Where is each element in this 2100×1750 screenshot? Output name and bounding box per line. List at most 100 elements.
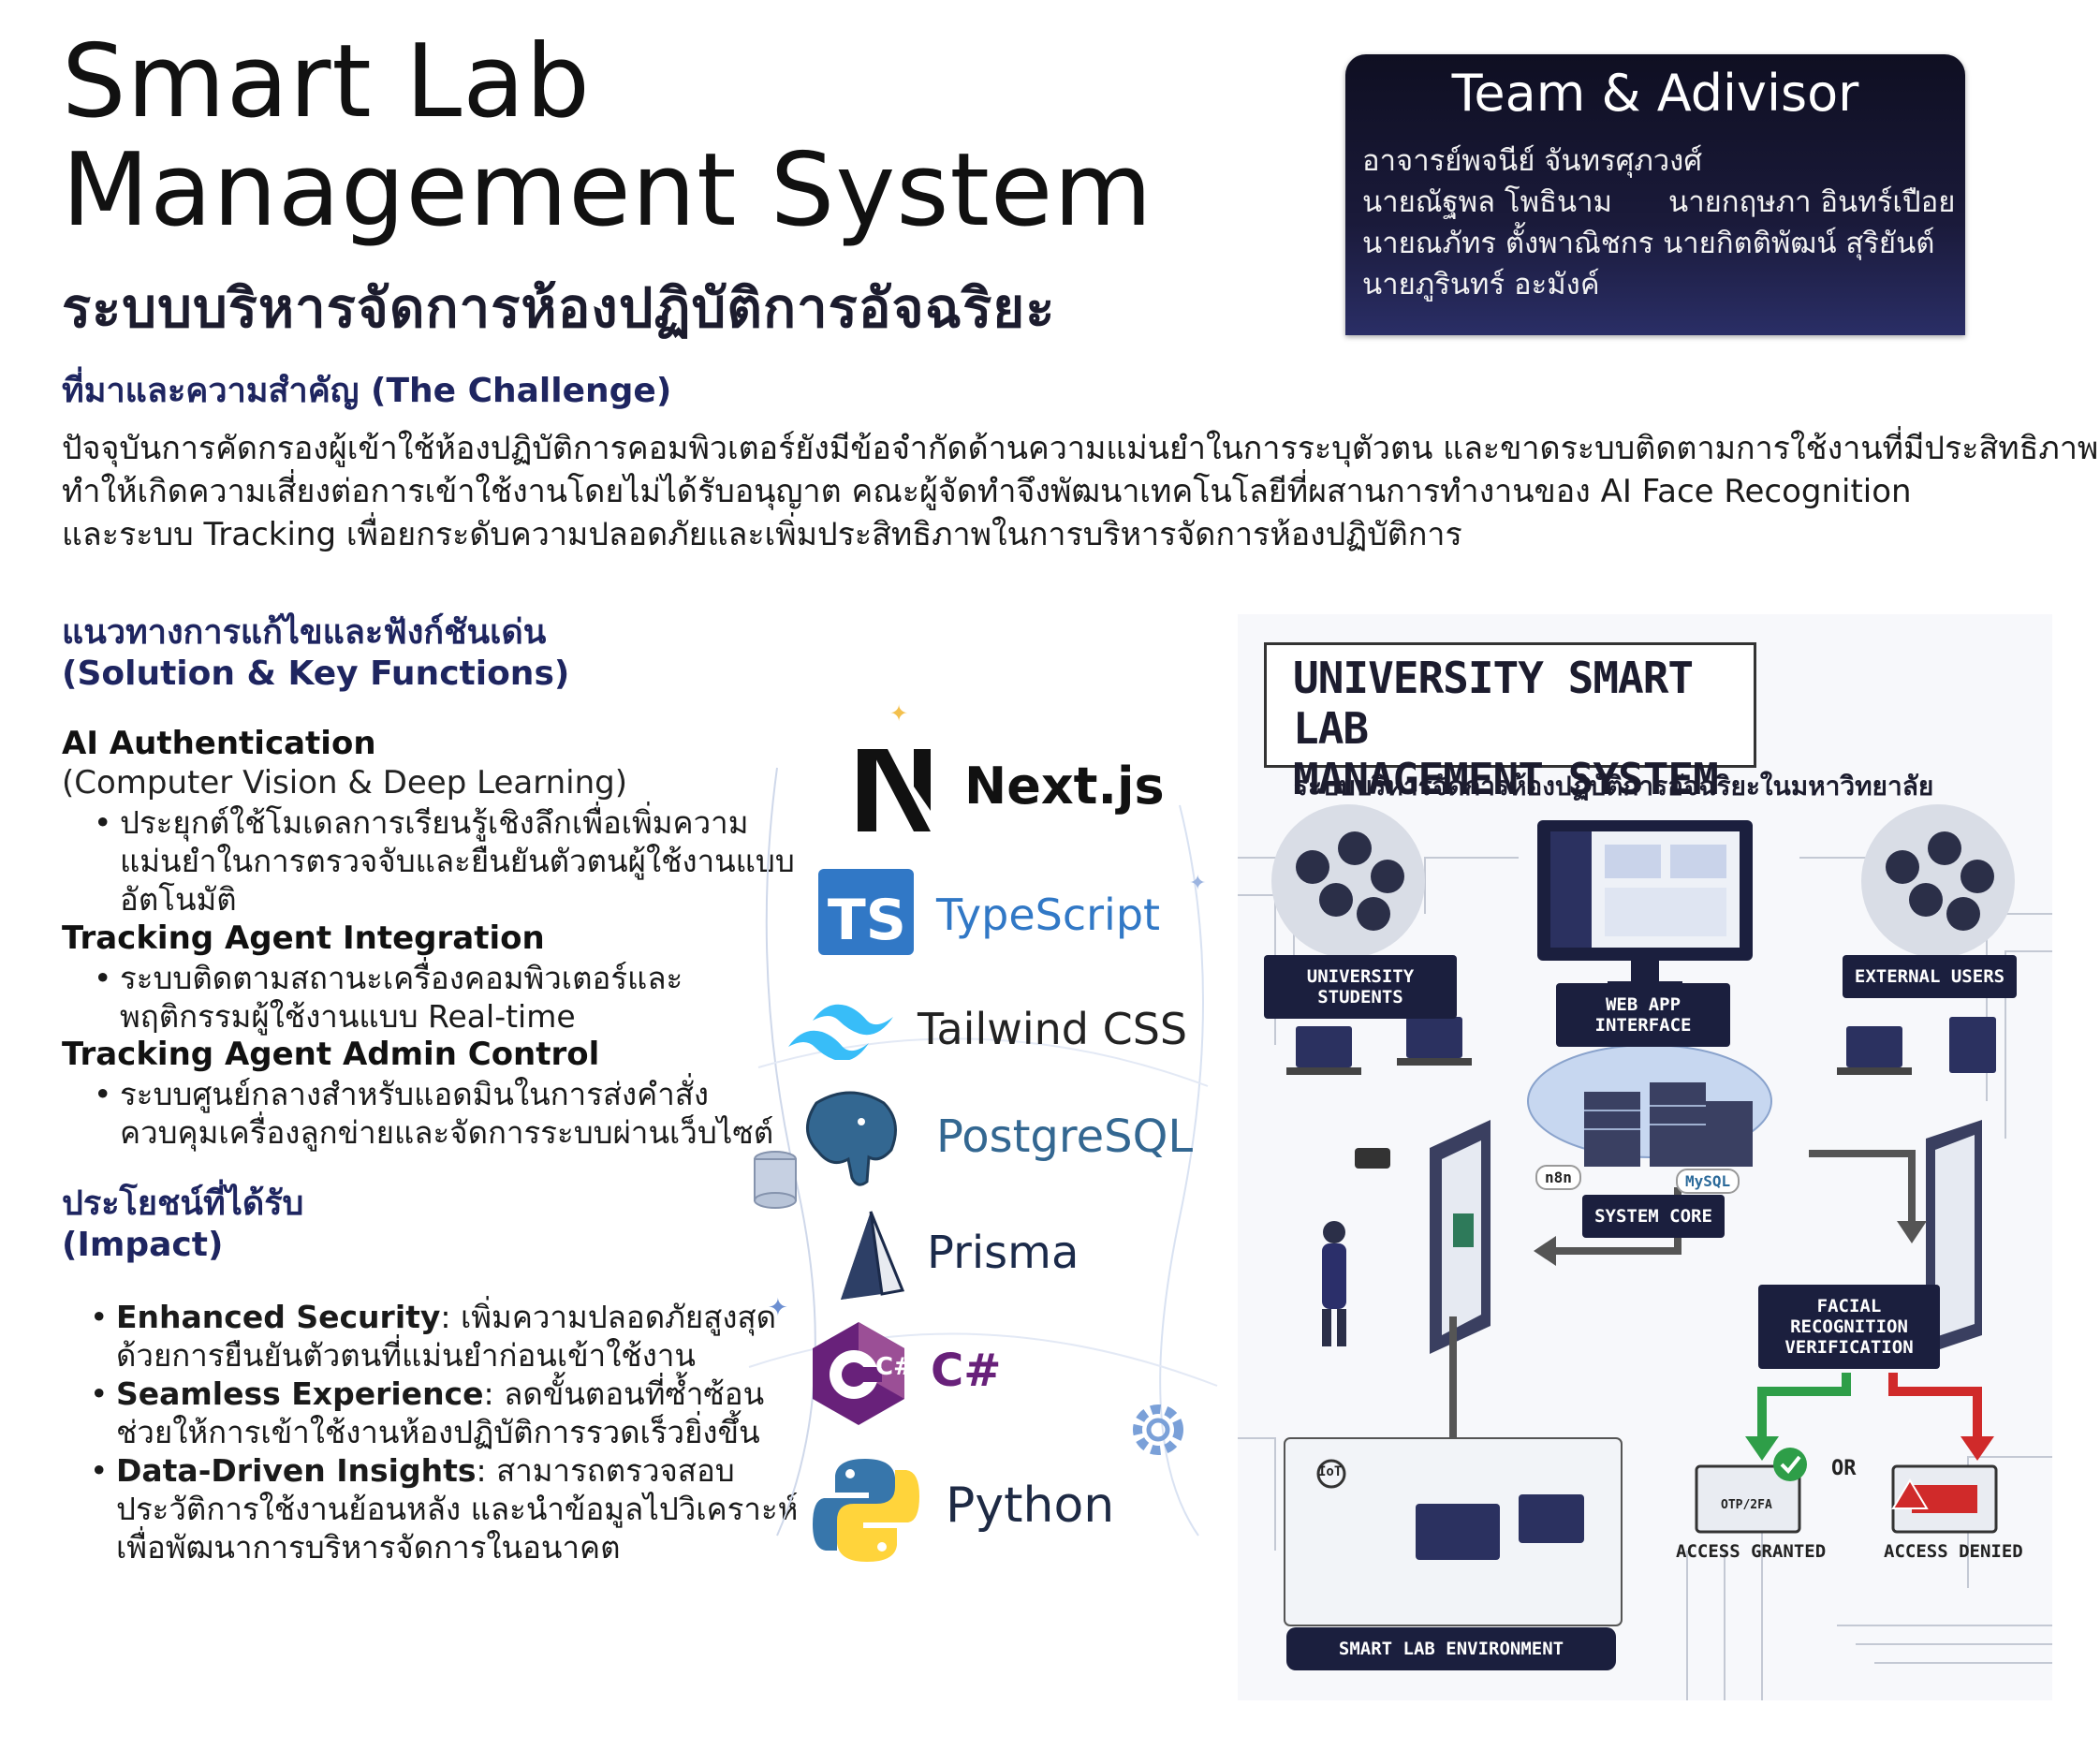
sparkle-icon-2: ✦ <box>1189 872 1206 895</box>
sparkle-icon: ✦ <box>889 700 908 727</box>
sparkle-icon-3: ✦ <box>768 1294 788 1322</box>
door-icon-left <box>1430 1120 1491 1354</box>
impact-seamless-label: Seamless Experience <box>116 1375 484 1412</box>
students-label: UNIVERSITY STUDENTS <box>1264 955 1457 1019</box>
team-panel: Team & Adivisor อาจารย์พจนีย์ จันทรศุภวง… <box>1345 54 1965 335</box>
solution-heading-line2: (Solution & Key Functions) <box>62 654 570 693</box>
ai-auth-bullet-line2: แม่นยำในการตรวจจับและยืนยันตัวตนผู้ใช้งา… <box>120 843 795 879</box>
mysql-badge: MySQL <box>1676 1169 1740 1194</box>
lab-monitor-icon <box>1519 1494 1584 1543</box>
challenge-line2: ทำให้เกิดความเสี่ยงต่อการเข้าใช้งานโดยไม… <box>62 473 1912 510</box>
person-icon <box>1322 1243 1346 1309</box>
otp-label: OTP/2FA <box>1721 1498 1772 1512</box>
arrow-denied <box>1888 1373 1982 1438</box>
iot-icon <box>1316 1459 1346 1489</box>
system-core-label: SYSTEM CORE <box>1582 1195 1725 1238</box>
arrow-granted <box>1757 1373 1851 1438</box>
impact-insights-text: : สามารถตรวจสอบ <box>476 1452 735 1489</box>
n8n-badge: n8n <box>1535 1165 1581 1190</box>
admin-bullet-line2: ควบคุมเครื่องลูกข่ายและจัดการระบบผ่านเว็… <box>120 1114 774 1151</box>
camera-icon <box>1355 1148 1390 1169</box>
gear-icon <box>1133 1404 1183 1455</box>
python-icon <box>813 1459 919 1562</box>
laptop-icon-2 <box>1406 1017 1462 1058</box>
page-title-thai: ระบบบริหารจัดการห้องปฏิบัติการอัจฉริยะ <box>62 276 1056 340</box>
ai-auth-subtitle: (Computer Vision & Deep Learning) <box>62 764 627 801</box>
access-granted-screen <box>1695 1464 1801 1534</box>
facial-recognition-line2: VERIFICATION <box>1784 1337 1914 1358</box>
tracking-bullet: • ระบบติดตามสถานะเครื่องคอมพิวเตอร์และ พ… <box>94 960 683 1035</box>
smart-lab-environment-label: SMART LAB ENVIRONMENT <box>1286 1627 1616 1670</box>
page-title-line2: Management System <box>62 132 1153 249</box>
challenge-paragraph: ปัจจุบันการคัดกรองผู้เข้าใช้ห้องปฏิบัติก… <box>62 427 2098 556</box>
member-row1-left: นายณัฐพล โพธินาม <box>1362 185 1612 219</box>
circuit-lines <box>1238 804 2052 1700</box>
impact-seamless-cont: ช่วยให้การเข้าใช้งานห้องปฏิบัติการรวดเร็… <box>116 1414 760 1450</box>
csharp-badge: C# <box>875 1353 914 1381</box>
impact-security-cont: ด้วยการยืนยันตัวตนที่แม่นยำก่อนเข้าใช้งา… <box>116 1337 696 1374</box>
nextjs-label: Next.js <box>964 757 1165 816</box>
member-row2: นายณภัทร ตั้งพาณิชกร นายกิตติพัฒน์ สุริย… <box>1362 227 1935 260</box>
csharp-label: C# <box>931 1345 1002 1397</box>
door-icon-right <box>1926 1120 1982 1354</box>
database-icon <box>754 1151 797 1209</box>
arrow-to-facial <box>1809 1150 1916 1223</box>
impact-item-seamless: • Seamless Experience: ลดขั้นตอนที่ซ้ำซ้… <box>90 1375 765 1450</box>
prisma-icon <box>841 1211 905 1300</box>
page-title: Smart Lab Management System <box>62 28 1153 245</box>
python-label: Python <box>946 1478 1115 1534</box>
advisor-name: อาจารย์พจนีย์ จันทรศุภวงศ์ <box>1362 144 1702 178</box>
page-title-line1: Smart Lab <box>62 23 591 140</box>
ai-auth-title: AI Authentication <box>62 725 376 762</box>
impact-item-insights: • Data-Driven Insights: สามารถตรวจสอบ ปร… <box>90 1452 799 1566</box>
ai-auth-bullet-line1: ประยุกต์ใช้โมเดลการเรียนรู้เชิงลึกเพื่อเ… <box>120 804 749 841</box>
tablet-icon <box>1949 1017 1996 1073</box>
laptop-icon <box>1296 1026 1352 1067</box>
impact-insights-label: Data-Driven Insights <box>116 1452 477 1489</box>
access-granted-label: ACCESS GRANTED <box>1676 1541 1827 1562</box>
iot-label: IoT <box>1318 1464 1343 1479</box>
system-diagram: UNIVERSITY SMART LAB MANAGEMENT SYSTEM ร… <box>1238 614 2052 1700</box>
typescript-label: TypeScript <box>936 890 1161 940</box>
diagram-title-box: UNIVERSITY SMART LAB MANAGEMENT SYSTEM <box>1264 642 1756 804</box>
impact-heading: ประโยชน์ที่ได้รับ (Impact) <box>62 1184 303 1266</box>
laptop-icon-3 <box>1846 1026 1902 1067</box>
impact-insights-cont: ประวัติการใช้งานย้อนหลัง และนำข้อมูลไปวิ… <box>116 1491 799 1527</box>
postgresql-label: PostgreSQL <box>936 1110 1194 1163</box>
tracking-title: Tracking Agent Integration <box>62 919 545 957</box>
webapp-label: WEB APP INTERFACE <box>1556 983 1730 1047</box>
admin-bullet: • ระบบศูนย์กลางสำหรับแอดมินในการส่งคำสั่… <box>94 1076 774 1151</box>
diagram-thai-title: ระบบบริหารจัดการห้องปฏิบัติการอัจฉริยะใน… <box>1294 771 1934 801</box>
impact-security-label: Enhanced Security <box>116 1299 441 1335</box>
diagram-title-line2: MANAGEMENT SYSTEM <box>1293 754 1719 804</box>
challenge-heading: ที่มาและความสำคัญ (The Challenge) <box>62 372 672 410</box>
check-icon <box>1773 1448 1807 1481</box>
external-users-label: EXTERNAL USERS <box>1843 955 2017 998</box>
tailwind-icon <box>788 1004 893 1060</box>
member-row3: นายภูรินทร์ อะมังค์ <box>1362 268 1600 301</box>
prisma-label: Prisma <box>927 1227 1079 1279</box>
impact-heading-line2: (Impact) <box>62 1226 224 1264</box>
typescript-icon: TS <box>818 869 914 955</box>
impact-heading-line1: ประโยชน์ที่ได้รับ <box>62 1184 304 1223</box>
nextjs-icon <box>858 749 931 831</box>
csharp-icon <box>813 1322 904 1425</box>
ai-auth-bullet-line3: อัตโนมัติ <box>120 881 237 918</box>
solution-heading: แนวทางการแก้ไขและฟังก์ชันเด่น (Solution … <box>62 612 569 695</box>
lab-laptop-icon <box>1416 1504 1500 1560</box>
typescript-badge: TS <box>827 888 906 953</box>
admin-bullet-line1: ระบบศูนย์กลางสำหรับแอดมินในการส่งคำสั่ง <box>120 1076 709 1112</box>
solution-heading-line1: แนวทางการแก้ไขและฟังก์ชันเด่น <box>62 613 547 652</box>
facial-recognition-line1: FACIAL RECOGNITION <box>1790 1296 1908 1337</box>
member-row1-right: นายกฤษภา อินทร์เปือย <box>1668 185 1956 219</box>
warning-icon <box>1891 1478 1929 1509</box>
postgresql-icon <box>806 1091 897 1186</box>
tracking-bullet-line1: ระบบติดตามสถานะเครื่องคอมพิวเตอร์และ <box>120 960 683 996</box>
access-denied-label: ACCESS DENIED <box>1884 1541 2023 1562</box>
tailwind-label: Tailwind CSS <box>918 1004 1188 1054</box>
impact-item-security: • Enhanced Security: เพิ่มความปลอดภัยสูง… <box>90 1299 777 1374</box>
challenge-line3: และระบบ Tracking เพื่อยกระดับความปลอดภัย… <box>62 516 1462 553</box>
facial-recognition-label: FACIAL RECOGNITION VERIFICATION <box>1758 1285 1940 1369</box>
impact-seamless-text: : ลดขั้นตอนที่ซ้ำซ้อน <box>483 1375 765 1412</box>
team-title: Team & Adivisor <box>1451 64 1859 123</box>
